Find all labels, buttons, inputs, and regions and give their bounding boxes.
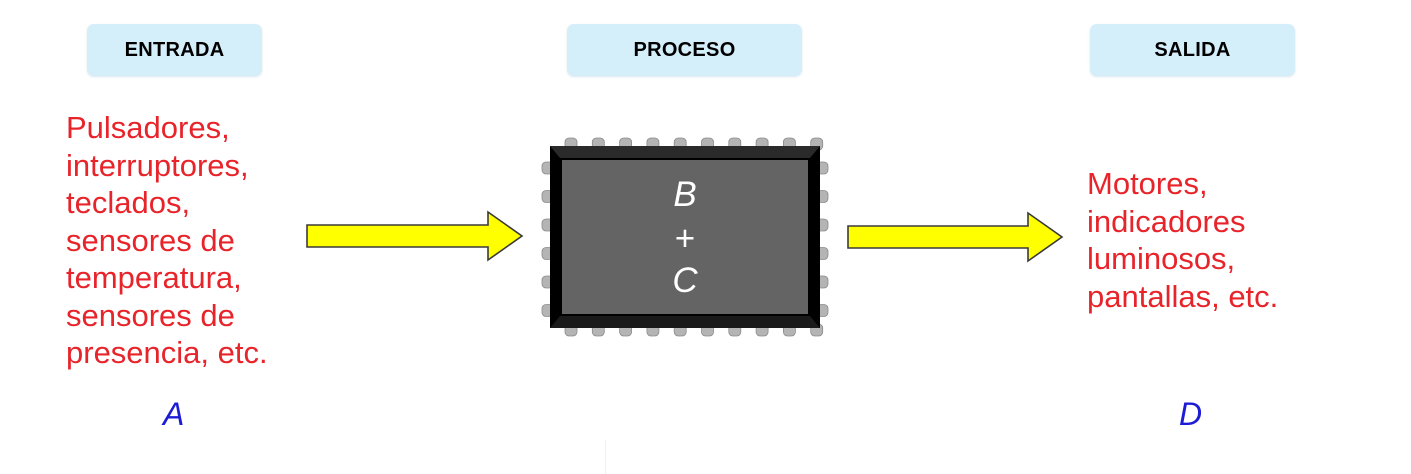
processor-chip [541, 137, 829, 337]
output-letter: D [1179, 396, 1203, 432]
chip-label-c: C [672, 261, 698, 300]
arrow-output-shape [847, 211, 1064, 263]
chip-body [562, 160, 808, 314]
output-devices-text: Motores, indicadores luminosos, pantalla… [1087, 166, 1279, 314]
header-salida: SALIDA [1090, 24, 1295, 76]
input-devices-text: Pulsadores, interruptores, teclados, sen… [66, 110, 268, 370]
chip-label-plus: + [674, 219, 696, 258]
arrow-input-to-process [306, 210, 524, 262]
arrow-input-shape [306, 210, 524, 262]
header-proceso: PROCESO [567, 24, 802, 76]
chip-bevel-bottom [550, 316, 820, 328]
arrow-process-to-output [847, 211, 1064, 263]
chip-label-b: B [673, 175, 697, 214]
faint-divider [605, 440, 606, 474]
chip-bevel-top [550, 146, 820, 158]
input-letter: A [163, 396, 185, 432]
header-entrada: ENTRADA [87, 24, 262, 76]
